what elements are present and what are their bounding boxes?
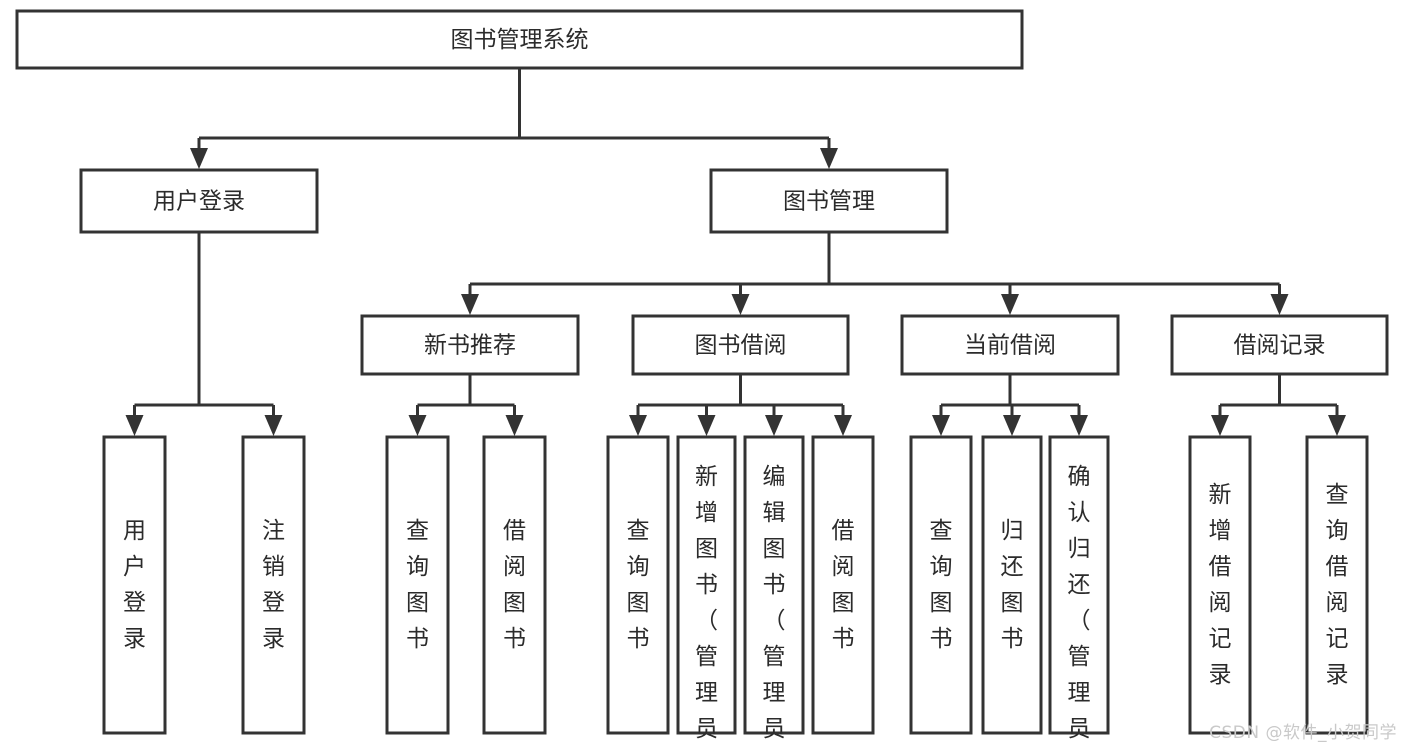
node-box (360, 314, 580, 376)
arrowhead-icon (1001, 294, 1019, 315)
node-current-borrow[interactable]: 当前借阅 (900, 314, 1120, 376)
node-leaf-confirm-return[interactable]: 确认归还（管理员） (1048, 435, 1110, 747)
node-book-manage[interactable]: 图书管理 (709, 168, 949, 234)
node-box (15, 9, 1024, 70)
connector-group-book-manage (461, 232, 1289, 315)
node-label: 用户登录 (123, 518, 146, 652)
node-box (79, 168, 319, 234)
arrowhead-icon (1328, 415, 1346, 436)
node-box (900, 314, 1120, 376)
connector-group-book-borrow (629, 374, 852, 436)
node-box (909, 435, 973, 735)
node-borrow-record[interactable]: 借阅记录 (1170, 314, 1389, 376)
node-box (811, 435, 875, 735)
node-box (981, 435, 1043, 735)
node-root[interactable]: 图书管理系统 (15, 9, 1024, 70)
node-layer: 图书管理系统用户登录图书管理新书推荐图书借阅当前借阅借阅记录用户登录注销登录查询… (15, 9, 1389, 747)
node-label: 归还图书 (1001, 518, 1024, 652)
arrowhead-icon (408, 415, 427, 436)
arrowhead-icon (505, 415, 524, 436)
node-label: 当前借阅 (964, 333, 1056, 359)
node-leaf-borrow-book-2[interactable]: 借阅图书 (811, 435, 875, 735)
node-label: 借阅记录 (1234, 333, 1326, 359)
arrowhead-icon (190, 148, 208, 169)
arrowhead-icon (629, 415, 647, 436)
node-label: 查询图书 (406, 518, 429, 652)
node-label: 查询图书 (627, 518, 650, 652)
arrowhead-icon (731, 294, 750, 315)
node-book-borrow[interactable]: 图书借阅 (631, 314, 850, 376)
node-leaf-borrow-book-1[interactable]: 借阅图书 (482, 435, 547, 735)
node-label: 新增借阅记录 (1209, 482, 1232, 688)
node-box (1048, 435, 1110, 735)
node-label: 编辑图书（管理员） (763, 464, 786, 747)
node-box (241, 435, 306, 735)
connector-group-new-book-recommend (408, 374, 524, 436)
arrowhead-icon (1270, 294, 1289, 315)
node-label: 查询图书 (930, 518, 953, 652)
arrowhead-icon (1070, 415, 1088, 436)
node-label: 借阅图书 (503, 518, 526, 652)
node-leaf-add-borrow-record[interactable]: 新增借阅记录 (1188, 435, 1252, 735)
node-label: 新增图书（管理员） (695, 464, 718, 747)
arrowhead-icon (1211, 415, 1229, 436)
arrowhead-icon (697, 415, 716, 436)
node-label: 图书管理系统 (451, 27, 589, 53)
node-label: 新书推荐 (424, 333, 516, 359)
node-leaf-return-book[interactable]: 归还图书 (981, 435, 1043, 735)
node-label: 图书借阅 (695, 333, 787, 359)
arrowhead-icon (461, 294, 479, 315)
node-label: 借阅图书 (832, 518, 855, 652)
arrowhead-icon (820, 148, 838, 169)
node-user-login[interactable]: 用户登录 (79, 168, 319, 234)
arrowhead-icon (765, 415, 783, 436)
node-label: 查询借阅记录 (1326, 482, 1349, 688)
node-leaf-add-book[interactable]: 新增图书（管理员） (676, 435, 737, 747)
connector-group-borrow-record (1211, 374, 1346, 436)
node-box (385, 435, 450, 735)
node-box (1188, 435, 1252, 735)
node-box (1170, 314, 1389, 376)
node-leaf-user-login[interactable]: 用户登录 (102, 435, 167, 735)
node-label: 注销登录 (262, 518, 285, 652)
connector-group-root (190, 68, 838, 169)
node-box (709, 168, 949, 234)
arrowhead-icon (125, 415, 144, 436)
arrowhead-icon (932, 415, 950, 436)
node-leaf-query-book-3[interactable]: 查询图书 (909, 435, 973, 735)
node-box (606, 435, 670, 735)
node-box (743, 435, 805, 735)
node-label: 用户登录 (153, 189, 245, 215)
node-box (102, 435, 167, 735)
node-leaf-query-book-1[interactable]: 查询图书 (385, 435, 450, 735)
node-box (482, 435, 547, 735)
arrowhead-icon (264, 415, 283, 436)
connector-group-current-borrow (932, 374, 1088, 436)
node-label: 确认归还（管理员） (1068, 464, 1091, 747)
connector-group-user-login (125, 232, 283, 436)
edge-layer (125, 68, 1346, 436)
node-box (631, 314, 850, 376)
node-leaf-logout-login[interactable]: 注销登录 (241, 435, 306, 735)
node-leaf-edit-book[interactable]: 编辑图书（管理员） (743, 435, 805, 747)
node-box (676, 435, 737, 735)
arrowhead-icon (1003, 415, 1021, 436)
arrowhead-icon (834, 415, 852, 436)
node-box (1305, 435, 1369, 735)
node-new-book-recommend[interactable]: 新书推荐 (360, 314, 580, 376)
node-label: 图书管理 (783, 189, 875, 215)
node-leaf-query-book-2[interactable]: 查询图书 (606, 435, 670, 735)
node-leaf-query-borrow-record[interactable]: 查询借阅记录 (1305, 435, 1369, 735)
